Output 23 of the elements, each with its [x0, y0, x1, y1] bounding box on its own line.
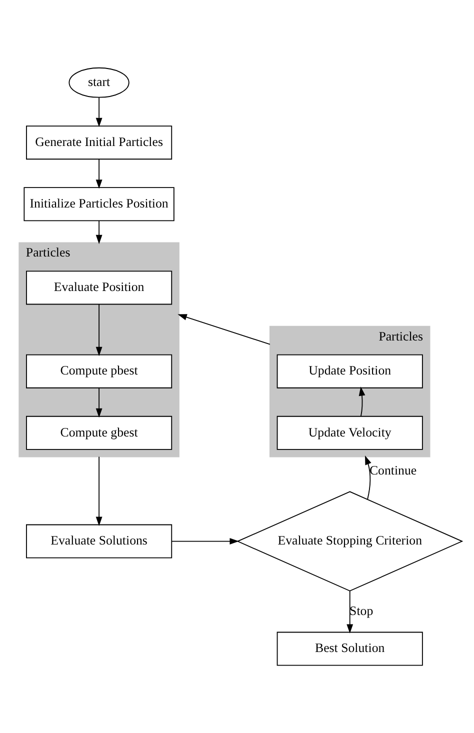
node-box: Best Solution	[276, 632, 423, 666]
node-box: Evaluate Solutions	[26, 524, 172, 558]
node-diamond: Evaluate Stopping Criterion	[236, 491, 464, 592]
node-box: Generate Initial Particles	[26, 126, 172, 160]
node-box: Compute gbest	[26, 416, 172, 450]
node-box: Compute pbest	[26, 354, 172, 388]
arrow	[346, 590, 354, 634]
node-box: Initialize Particles Position	[24, 187, 174, 222]
arrow	[96, 220, 102, 244]
arrow	[358, 386, 366, 417]
arrow	[96, 97, 102, 128]
node-box: Update Position	[276, 354, 423, 388]
arrow	[364, 455, 372, 500]
arrow	[96, 158, 102, 189]
node-box: Update Velocity	[276, 416, 423, 450]
arrow	[96, 456, 102, 526]
arrow	[96, 387, 102, 418]
arrow	[178, 314, 270, 345]
edge-label: Continue	[369, 463, 417, 478]
node-ellipse: start	[68, 67, 130, 98]
arrow	[96, 304, 102, 356]
node-box: Evaluate Position	[26, 270, 172, 305]
arrow	[171, 538, 239, 545]
